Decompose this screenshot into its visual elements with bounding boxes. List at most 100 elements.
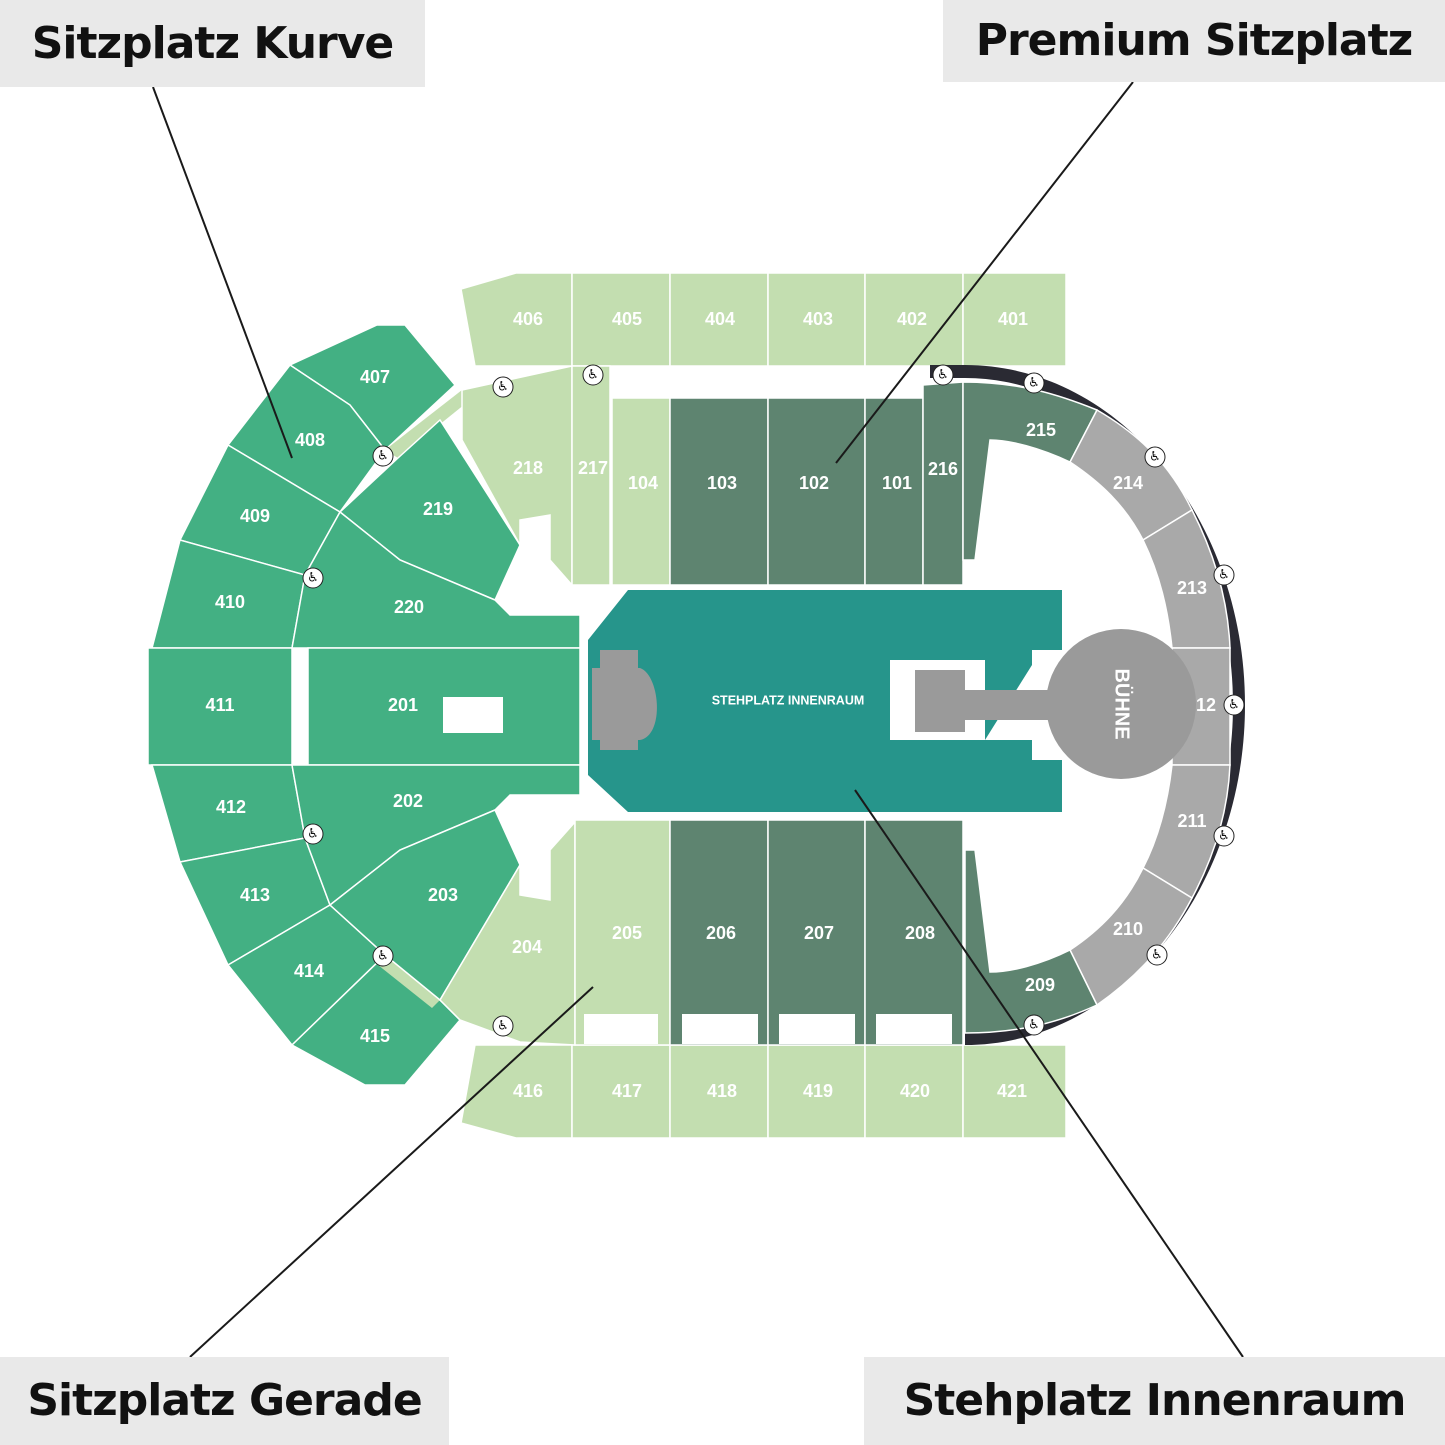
label-203: 203 [428, 885, 458, 905]
label-218: 218 [513, 458, 543, 478]
section-401[interactable] [962, 272, 1067, 367]
floor-label: STEHPLATZ INNENRAUM [712, 693, 865, 707]
label-219: 219 [423, 499, 453, 519]
upper-tier-top [460, 272, 1067, 367]
wheelchair-icon: ♿ [492, 376, 514, 398]
platform-207 [779, 1014, 855, 1044]
svg-text:♿: ♿ [377, 449, 389, 464]
section-419[interactable] [767, 1044, 866, 1139]
concourse-walkway-bottom [378, 955, 440, 1008]
section-206[interactable] [669, 819, 769, 1046]
label-212: 12 [1196, 695, 1216, 715]
svg-text:♿: ♿ [1149, 450, 1161, 465]
wheelchair-icons: ♿♿♿♿♿♿♿♿♿♿♿♿♿♿♿ [302, 364, 1245, 1037]
lower-tier-bottom [439, 819, 964, 1046]
label-414: 414 [294, 961, 324, 981]
legend-stehplatz-innenraum: Stehplatz Innenraum [864, 1357, 1445, 1445]
pointer-line-kurve [152, 86, 293, 459]
wheelchair-icon: ♿ [302, 823, 324, 845]
wheelchair-icon: ♿ [1213, 564, 1235, 586]
label-220: 220 [394, 597, 424, 617]
label-102: 102 [799, 473, 829, 493]
wheelchair-icon: ♿ [1146, 944, 1168, 966]
section-101[interactable] [864, 397, 924, 586]
svg-text:♿: ♿ [497, 1019, 509, 1034]
section-208[interactable] [864, 819, 964, 1046]
label-407: 407 [360, 367, 390, 387]
section-403[interactable] [767, 272, 866, 367]
section-labels: 406 405 404 403 402 401 416 417 418 419 … [205, 309, 1216, 1101]
svg-text:♿: ♿ [587, 368, 599, 383]
floor-stehplatz-innenraum[interactable] [588, 590, 1062, 812]
platform-205 [584, 1014, 658, 1044]
label-205: 205 [612, 923, 642, 943]
concourse-walkway [385, 390, 470, 458]
svg-text:♿: ♿ [1228, 698, 1240, 713]
label-210: 210 [1113, 919, 1143, 939]
label-415: 415 [360, 1026, 390, 1046]
label-208: 208 [905, 923, 935, 943]
label-211: 211 [1177, 811, 1206, 831]
label-416: 416 [513, 1081, 543, 1101]
legend-premium-sitzplatz: Premium Sitzplatz [943, 0, 1445, 82]
label-418: 418 [707, 1081, 737, 1101]
upper-tier-bottom [460, 1044, 1067, 1139]
section-103[interactable] [669, 397, 769, 586]
section-404[interactable] [669, 272, 769, 367]
label-206: 206 [706, 923, 736, 943]
section-204[interactable] [439, 820, 576, 1046]
wheelchair-icon: ♿ [1213, 825, 1235, 847]
label-408: 408 [295, 430, 325, 450]
section-209[interactable] [964, 849, 1099, 1034]
label-421: 421 [997, 1081, 1027, 1101]
label-409: 409 [240, 506, 270, 526]
pointer-line-premium [835, 81, 1134, 464]
svg-text:♿: ♿ [497, 380, 509, 395]
label-104: 104 [628, 473, 658, 493]
wheelchair-icon: ♿ [372, 945, 394, 967]
label-419: 419 [803, 1081, 833, 1101]
label-410: 410 [215, 592, 245, 612]
label-216: 216 [928, 459, 958, 479]
legend-sitzplatz-kurve: Sitzplatz Kurve [0, 0, 425, 87]
wheelchair-icon: ♿ [1023, 1014, 1045, 1036]
label-213: 213 [1177, 578, 1207, 598]
control-booth [443, 697, 503, 733]
section-416[interactable] [460, 1044, 573, 1139]
label-401: 401 [998, 309, 1028, 329]
lower-tier-top [461, 365, 964, 587]
label-417: 417 [612, 1081, 642, 1101]
label-202: 202 [393, 791, 423, 811]
wheelchair-icon: ♿ [932, 364, 954, 386]
section-216[interactable] [922, 381, 964, 586]
svg-text:♿: ♿ [1151, 948, 1163, 963]
label-204: 204 [512, 937, 542, 957]
wheelchair-icon: ♿ [372, 445, 394, 467]
label-101: 101 [882, 473, 912, 493]
svg-text:♿: ♿ [1028, 1018, 1040, 1033]
section-421[interactable] [962, 1044, 1067, 1139]
label-420: 420 [900, 1081, 930, 1101]
stage-buehne[interactable] [1046, 629, 1196, 779]
platform-208 [876, 1014, 952, 1044]
svg-text:♿: ♿ [1218, 568, 1230, 583]
label-103: 103 [707, 473, 737, 493]
lower-tier-curve [291, 418, 581, 1002]
section-207[interactable] [767, 819, 866, 1046]
section-215[interactable] [962, 381, 1099, 561]
svg-text:♿: ♿ [307, 571, 319, 586]
stage-label: BÜHNE [1111, 668, 1134, 739]
section-420[interactable] [864, 1044, 964, 1139]
label-217: 217 [578, 458, 608, 478]
legend-sitzplatz-gerade: Sitzplatz Gerade [0, 1357, 449, 1445]
section-217[interactable] [571, 365, 611, 586]
svg-text:♿: ♿ [937, 368, 949, 383]
stage-runway [915, 670, 1055, 732]
label-403: 403 [803, 309, 833, 329]
label-201: 201 [388, 695, 418, 715]
svg-text:♿: ♿ [1218, 829, 1230, 844]
label-411: 411 [205, 695, 234, 715]
section-405[interactable] [571, 272, 671, 367]
wheelchair-icon: ♿ [1223, 694, 1245, 716]
